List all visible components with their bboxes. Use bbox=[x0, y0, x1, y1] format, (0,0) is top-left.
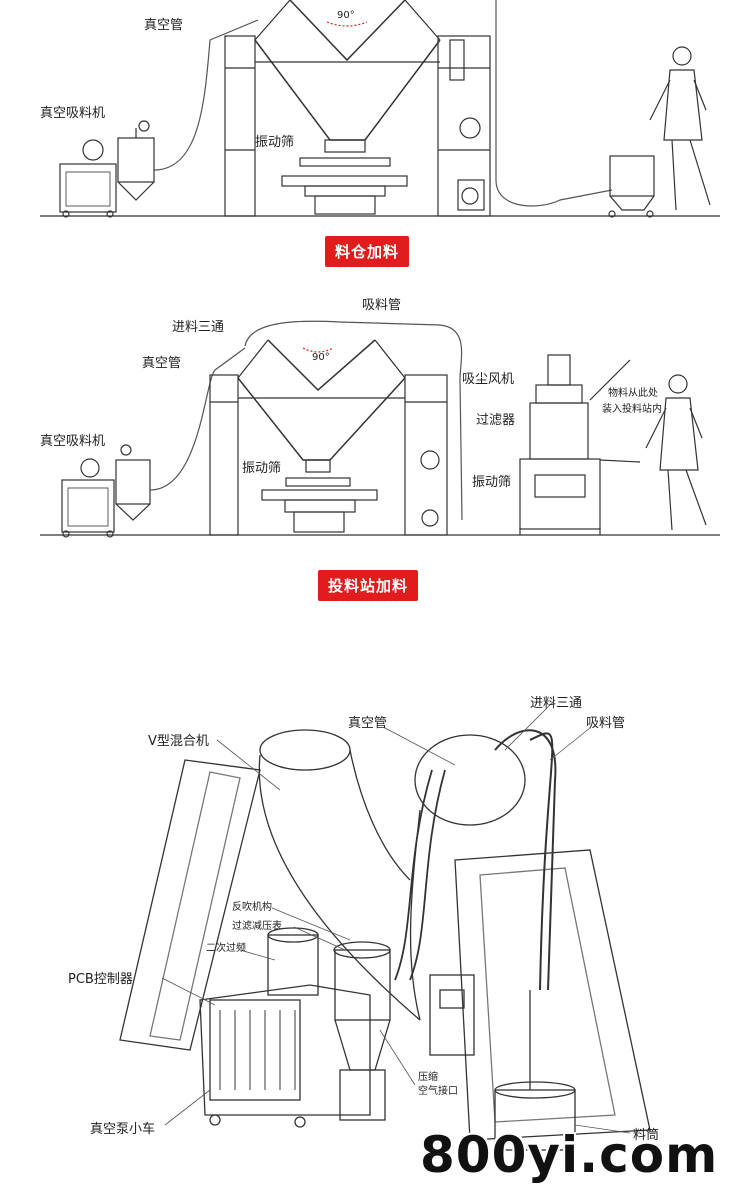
loader-cart bbox=[59, 163, 117, 213]
label-pcb-controller: PCB控制器 bbox=[68, 972, 133, 987]
label-vacuum-pipe: 真空管 bbox=[348, 716, 388, 731]
label-filter: 过滤器 bbox=[476, 413, 516, 428]
label-vibrating-screen-left: 振动筛 bbox=[242, 461, 282, 476]
label-v-mixer: V型混合机 bbox=[148, 734, 209, 749]
label-vacuum-loader: 真空吸料机 bbox=[40, 106, 106, 121]
label-secondary-filter: 二次过频 bbox=[206, 943, 246, 954]
label-vibrating-screen: 振动筛 bbox=[255, 135, 295, 150]
label-suction-pipe: 吸料管 bbox=[586, 716, 626, 731]
label-angle: 90° bbox=[312, 352, 330, 363]
label-feed-tee: 进料三通 bbox=[172, 320, 225, 335]
panel-perspective-view: 进料三通 真空管 吸料管 V型混合机 反吹机构 过滤减压表 二次过频 PCB控制… bbox=[0, 660, 750, 1186]
label-backflush: 反吹机构 bbox=[232, 902, 272, 913]
watermark: 800yi.com bbox=[420, 1126, 719, 1184]
label-vacuum-pipe: 真空管 bbox=[142, 356, 182, 371]
label-angle: 90° bbox=[337, 10, 355, 21]
label-vacuum-loader: 真空吸料机 bbox=[40, 434, 106, 449]
label-material-drum: 料筒 bbox=[633, 1128, 660, 1143]
label-compressed-air: 压缩 bbox=[418, 1072, 438, 1083]
silo-feeding-diagram bbox=[40, 0, 720, 218]
panel-silo-feeding: 真空管 真空吸料机 振动筛 90° 料仓加料 bbox=[0, 0, 750, 270]
badge-silo-feeding: 料仓加料 bbox=[325, 236, 410, 267]
label-material-note-1: 物料从此处 bbox=[608, 388, 658, 399]
label-filter-gauge: 过滤减压表 bbox=[232, 921, 282, 932]
label-vibrating-screen-right: 振动筛 bbox=[472, 475, 512, 490]
label-feed-tee: 进料三通 bbox=[530, 696, 583, 711]
label-vacuum-pump-cart: 真空泵小车 bbox=[90, 1122, 156, 1137]
label-dust-fan: 吸尘风机 bbox=[462, 372, 515, 387]
station-feeding-diagram bbox=[40, 320, 720, 538]
panel-station-feeding: 吸料管 进料三通 真空管 真空吸料机 振动筛 90° 吸尘风机 过滤器 振动筛 … bbox=[0, 280, 750, 601]
label-suction-pipe: 吸料管 bbox=[362, 298, 402, 313]
badge-station-feeding: 投料站加料 bbox=[318, 570, 419, 601]
label-vacuum-pipe: 真空管 bbox=[144, 18, 184, 33]
label-compressed-air-2: 空气接口 bbox=[418, 1086, 458, 1097]
label-material-note-2: 装入投料站内 bbox=[602, 404, 662, 415]
perspective-diagram bbox=[119, 699, 651, 1151]
